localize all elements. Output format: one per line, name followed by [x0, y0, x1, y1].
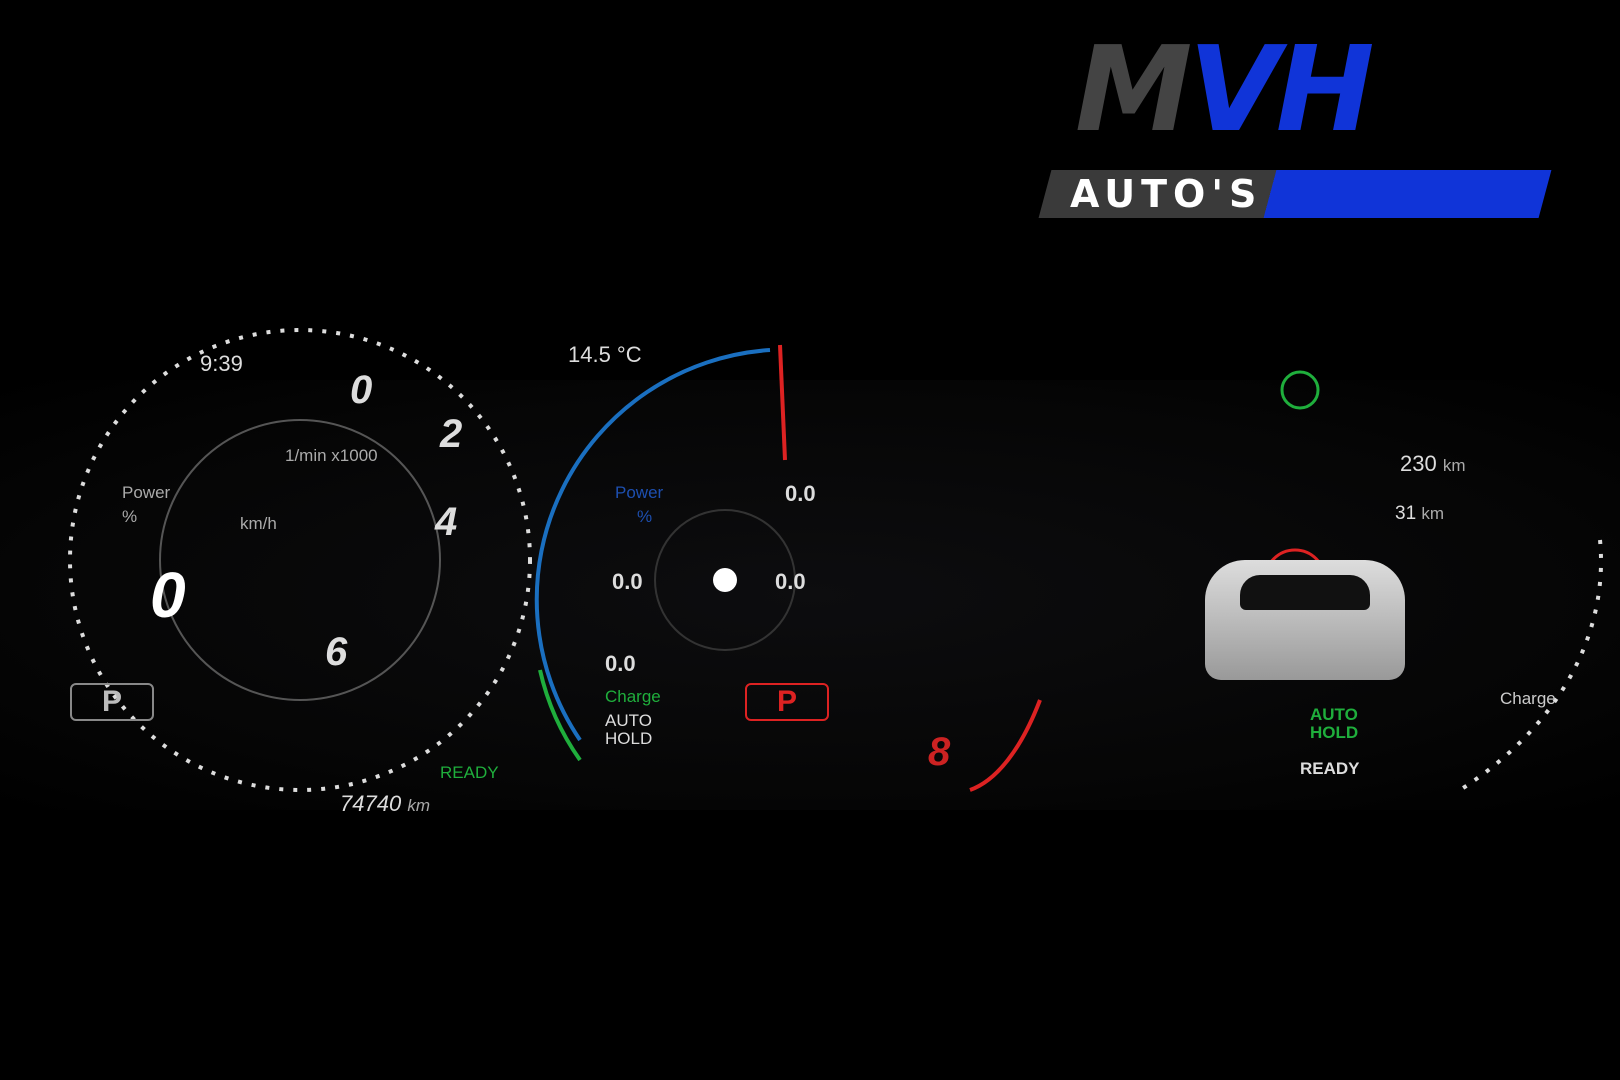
tachometer-arc: [68, 328, 532, 792]
outside-temperature: 14.5 °C: [568, 342, 642, 367]
ready-left: READY: [440, 763, 499, 782]
dealer-logo: MVH: [1075, 20, 1375, 158]
needle-icon: [778, 344, 787, 461]
range-electric-unit: km: [1421, 504, 1445, 523]
speed-value: 0: [150, 559, 186, 631]
range-electric: 31 km: [1395, 502, 1444, 526]
clock: 9:39: [200, 351, 243, 376]
gear-indicator-center: P: [745, 683, 829, 721]
center-power-label: Power: [615, 483, 664, 502]
gear-indicator-left: P: [70, 683, 154, 721]
tach-label: 8: [928, 730, 951, 774]
right-charge-label: Charge: [1500, 689, 1556, 708]
speed-unit: km/h: [240, 514, 277, 533]
range-total-value: 230: [1400, 451, 1437, 476]
tach-unit: 1/min x1000: [285, 446, 378, 465]
center-value-bottom: 0.0: [605, 651, 636, 676]
center-auto-hold: AUTO HOLD: [605, 711, 653, 748]
odometer-unit: km: [407, 796, 430, 815]
odometer: 74740 km: [340, 792, 430, 816]
range-electric-value: 31: [1395, 503, 1417, 524]
charge-arc: [538, 669, 582, 762]
center-dot-icon: [713, 568, 737, 592]
vehicle-rear-window: [1240, 575, 1370, 610]
right-red-arc: [969, 699, 1042, 792]
center-value-right: 0.0: [775, 569, 806, 594]
right-ready: READY: [1300, 759, 1360, 778]
tach-label: 6: [325, 630, 348, 674]
parking-brake-icon: [1280, 370, 1320, 410]
speed-ring: [159, 419, 441, 701]
charge-gauge-arc: [1458, 539, 1603, 792]
center-value-left: 0.0: [612, 569, 643, 594]
dealer-logo-subtitle: AUTO'S: [1070, 172, 1263, 216]
tach-label: 4: [435, 500, 458, 544]
power-arc: [534, 348, 771, 742]
range-total-unit: km: [1442, 456, 1466, 475]
left-power-label: Power: [122, 483, 171, 502]
center-charge-label: Charge: [605, 687, 661, 706]
tach-label: 2: [440, 412, 463, 456]
center-ring: [654, 509, 796, 651]
right-auto-hold: AUTO HOLD: [1310, 705, 1359, 742]
center-power-unit: %: [637, 507, 653, 526]
tach-label: 0: [350, 368, 373, 412]
range-total: 230 km: [1400, 452, 1466, 476]
odometer-value: 74740: [340, 791, 402, 816]
center-value-top: 0.0: [785, 481, 816, 506]
left-power-unit: %: [122, 507, 138, 526]
